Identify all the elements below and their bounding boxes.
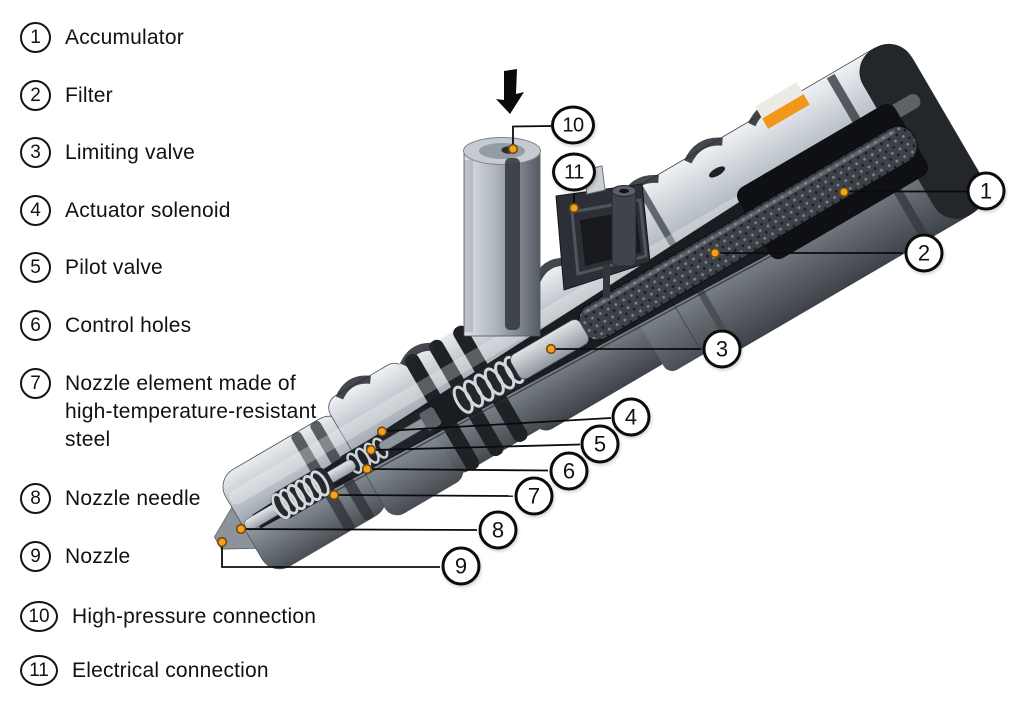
legend-item-11: 11 Electrical connection: [20, 655, 269, 686]
legend-number-badge: 8: [20, 483, 51, 514]
legend-label: Pilot valve: [65, 256, 163, 279]
legend-label: Electrical connection: [72, 659, 269, 682]
legend-label: High-pressure connection: [72, 605, 317, 628]
legend-label: Nozzle needle: [65, 487, 201, 510]
high-pressure-connection-stub: [463, 137, 541, 337]
legend-item-10: 10 High-pressure connection: [20, 601, 316, 632]
legend-number-badge: 5: [20, 252, 51, 283]
diagram-callout-3: 3: [702, 329, 742, 369]
legend-item-3: 3 Limiting valve: [20, 137, 195, 168]
legend-label: Control holes: [65, 314, 192, 337]
legend-number-badge: 7: [20, 368, 51, 399]
legend-item-1: 1 Accumulator: [20, 22, 184, 53]
injector-body: [214, 43, 986, 570]
legend-label: Accumulator: [65, 26, 184, 49]
legend-number-badge: 1: [20, 22, 51, 53]
legend-number-badge: 9: [20, 541, 51, 572]
legend-item-5: 5 Pilot valve: [20, 252, 163, 283]
legend-number-badge: 3: [20, 137, 51, 168]
label-sticker: [755, 82, 810, 129]
pilot-valve: [339, 407, 442, 479]
electrical-connector: [555, 165, 651, 298]
diagram-callout-9: 9: [441, 546, 481, 586]
legend-number-badge: 4: [20, 195, 51, 226]
legend-number-badge: 11: [20, 655, 58, 686]
legend-item-7: 7 Nozzle element made of high-temperatur…: [20, 368, 319, 454]
legend-label: Nozzle element made of high-temperature-…: [65, 372, 317, 451]
nozzle-needle-assembly: [244, 459, 356, 531]
legend-label: Nozzle: [65, 545, 131, 568]
legend-label: Actuator solenoid: [65, 199, 231, 222]
diagram-callout-8: 8: [478, 510, 518, 550]
legend-number-badge: 10: [20, 601, 58, 632]
legend-item-9: 9 Nozzle: [20, 541, 130, 572]
legend-item-8: 8 Nozzle needle: [20, 483, 201, 514]
legend-item-6: 6 Control holes: [20, 310, 191, 341]
leader-lines: [221, 125, 966, 568]
diagram-callout-11: 11: [552, 152, 596, 192]
diagram-callout-2: 2: [904, 233, 944, 273]
diagram-callout-7: 7: [514, 476, 554, 516]
diagram-callout-1: 1: [966, 171, 1006, 211]
legend-label: Filter: [65, 84, 113, 107]
fuel-inlet-arrow-icon: [496, 69, 524, 114]
diagram-callout-4: 4: [611, 397, 651, 437]
legend-item-2: 2 Filter: [20, 80, 113, 111]
legend-label: Limiting valve: [65, 141, 196, 164]
legend-item-4: 4 Actuator solenoid: [20, 195, 231, 226]
legend-number-badge: 2: [20, 80, 51, 111]
diagram-callout-6: 6: [549, 451, 589, 491]
diagram-callout-5: 5: [580, 424, 620, 464]
legend-number-badge: 6: [20, 310, 51, 341]
diagram-callout-10: 10: [551, 105, 595, 145]
callout-dots: [216, 143, 850, 548]
